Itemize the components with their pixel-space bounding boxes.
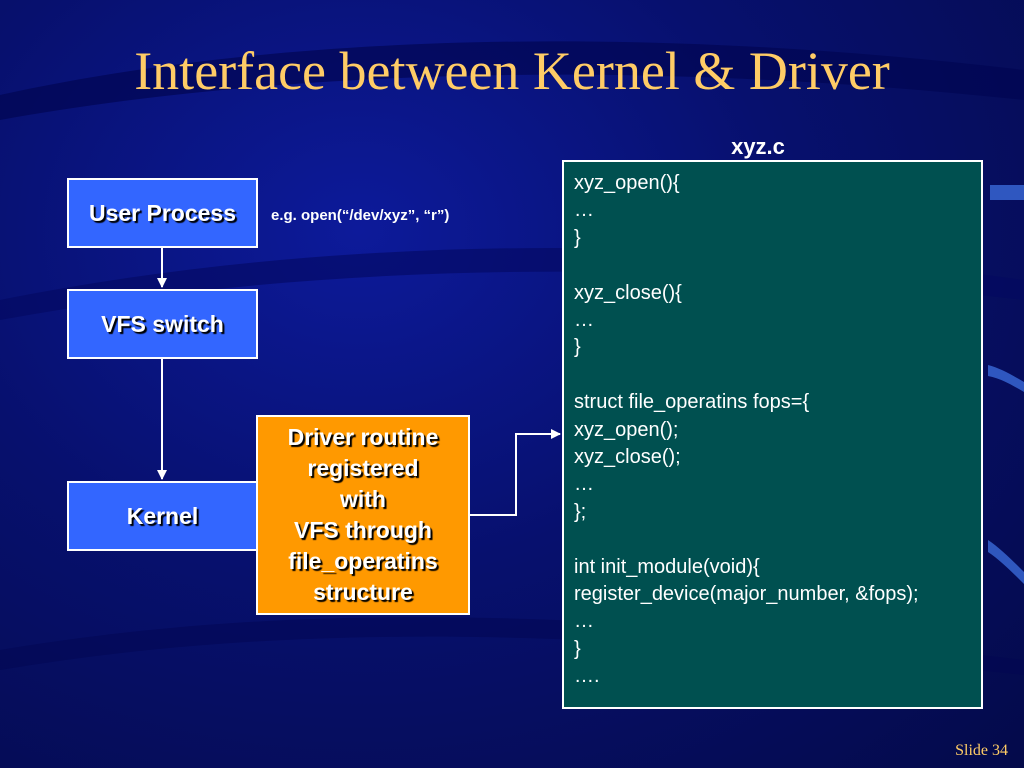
vfs-switch-box: VFS switch — [67, 289, 258, 359]
example-call-label: e.g. open(“/dev/xyz”, “r”) — [271, 207, 450, 224]
code-line: xyz_open(); — [574, 418, 679, 441]
slide-title: Interface between Kernel & Driver — [134, 41, 890, 101]
code-line: … — [574, 199, 594, 222]
code-line: … — [574, 473, 594, 496]
arrow-driver-to-code — [470, 429, 561, 516]
user-process-box: User Process — [67, 178, 258, 248]
slide-number: Slide 34 — [955, 742, 1008, 759]
driver-routine-box: Driver routine registered with VFS throu… — [256, 415, 470, 615]
code-listing: xyz_open(){ … } xyz_close(){ … } struct … — [562, 160, 983, 709]
code-line: xyz_open(){ — [574, 172, 680, 194]
code-line: … — [574, 610, 594, 633]
code-line: …. — [574, 665, 600, 688]
code-line: int init_module(void){ — [574, 555, 760, 578]
code-line: } — [574, 226, 581, 249]
code-line: }; — [574, 500, 587, 523]
file-name-label: xyz.c — [731, 134, 785, 159]
code-line: xyz_close(); — [574, 446, 681, 469]
code-line: … — [574, 309, 594, 332]
code-line: struct file_operatins fops={ — [574, 391, 810, 414]
kernel-box: Kernel — [67, 481, 258, 551]
code-line: register_device(major_number, &fops); — [574, 583, 919, 606]
code-line: } — [574, 336, 581, 359]
code-line: xyz_close(){ — [574, 281, 682, 304]
code-line: } — [574, 637, 581, 660]
